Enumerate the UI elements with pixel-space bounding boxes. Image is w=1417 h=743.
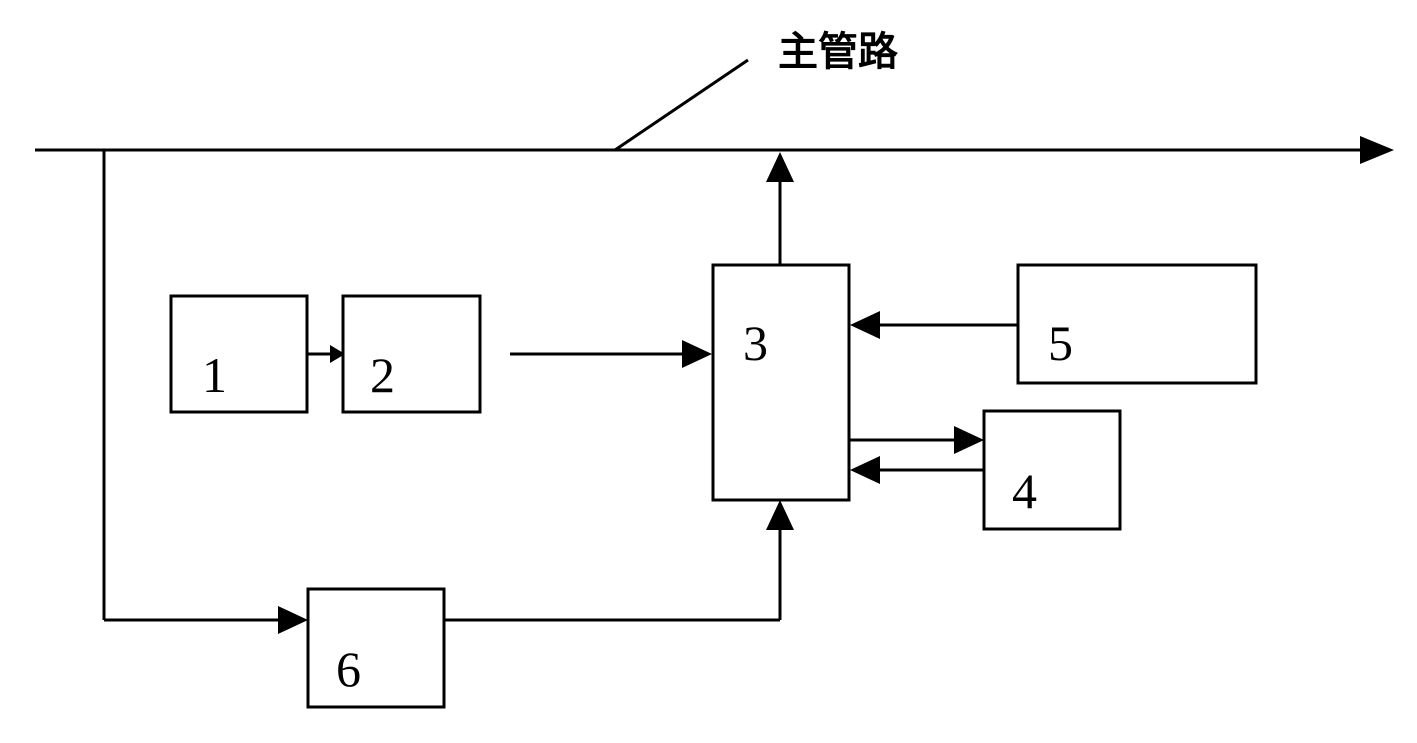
block-5-label: 5 <box>1048 315 1073 371</box>
block-5 <box>1016 263 1258 385</box>
arrowhead-into-block-6 <box>278 606 308 634</box>
block-4 <box>982 409 1122 531</box>
block-2-label: 2 <box>370 347 395 403</box>
arrowhead-into-block-3-left <box>682 340 712 368</box>
block-6-label: 6 <box>336 641 361 697</box>
arrowhead-into-block-3-right-bottom <box>850 456 880 484</box>
block-3 <box>711 263 851 502</box>
arrowhead-into-block-2 <box>330 345 345 363</box>
main-pipe-arrowhead <box>1360 136 1394 164</box>
block-6 <box>306 587 446 709</box>
block-3-label: 3 <box>743 315 768 371</box>
arrowhead-into-block-4 <box>954 426 984 454</box>
block-1 <box>169 294 309 414</box>
arrowhead-into-main-pipe <box>766 152 794 182</box>
arrowhead-into-block-3-bottom <box>766 500 794 530</box>
arrowhead-into-block-3-right-top <box>850 311 880 339</box>
main-pipe-label: 主管路 <box>778 29 899 75</box>
block-4-label: 4 <box>1012 463 1037 519</box>
block-2 <box>341 294 482 414</box>
block-1-label: 1 <box>202 347 227 403</box>
main-pipe-leader-line <box>614 58 749 152</box>
